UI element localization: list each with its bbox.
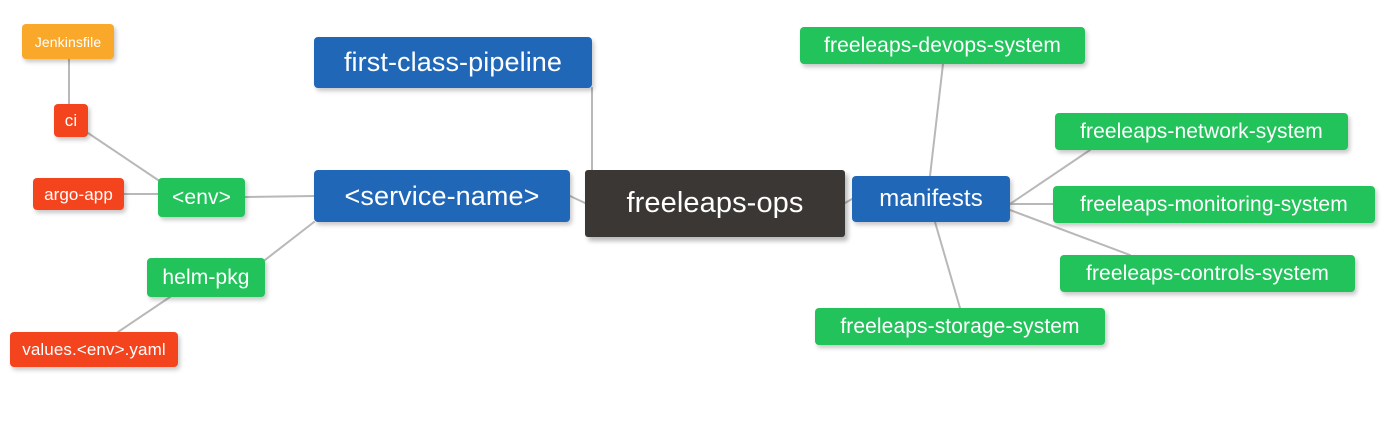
mindmap-node-manifests[interactable]: manifests [852,176,1010,222]
mindmap-node-storage[interactable]: freeleaps-storage-system [815,308,1105,345]
edge-service-to-env [244,195,315,198]
mindmap-node-monitoring[interactable]: freeleaps-monitoring-system [1053,186,1375,223]
mindmap-node-env[interactable]: <env> [158,178,245,217]
edge-service-to-helm [264,221,315,261]
mindmap-node-devops[interactable]: freeleaps-devops-system [800,27,1085,64]
mindmap-node-jenkinsfile[interactable]: Jenkinsfile [22,24,114,59]
mindmap-node-service[interactable]: <service-name> [314,170,570,222]
mindmap-node-ci[interactable]: ci [54,104,88,137]
edge-root-to-service [569,195,586,204]
edge-helm-to-values [117,296,171,333]
mindmap-node-root[interactable]: freeleaps-ops [585,170,845,237]
edge-env-to-ci [87,132,159,181]
edge-manifests-to-storage [934,221,961,309]
mindmap-node-network[interactable]: freeleaps-network-system [1055,113,1348,150]
mindmap-node-pipeline[interactable]: first-class-pipeline [314,37,592,88]
edge-root-to-manifests [844,198,853,204]
mindmap-node-helm[interactable]: helm-pkg [147,258,265,297]
mindmap-node-argo[interactable]: argo-app [33,178,124,210]
edge-manifests-to-devops [929,63,944,177]
mindmap-node-controls[interactable]: freeleaps-controls-system [1060,255,1355,292]
mindmap-node-values[interactable]: values.<env>.yaml [10,332,178,367]
